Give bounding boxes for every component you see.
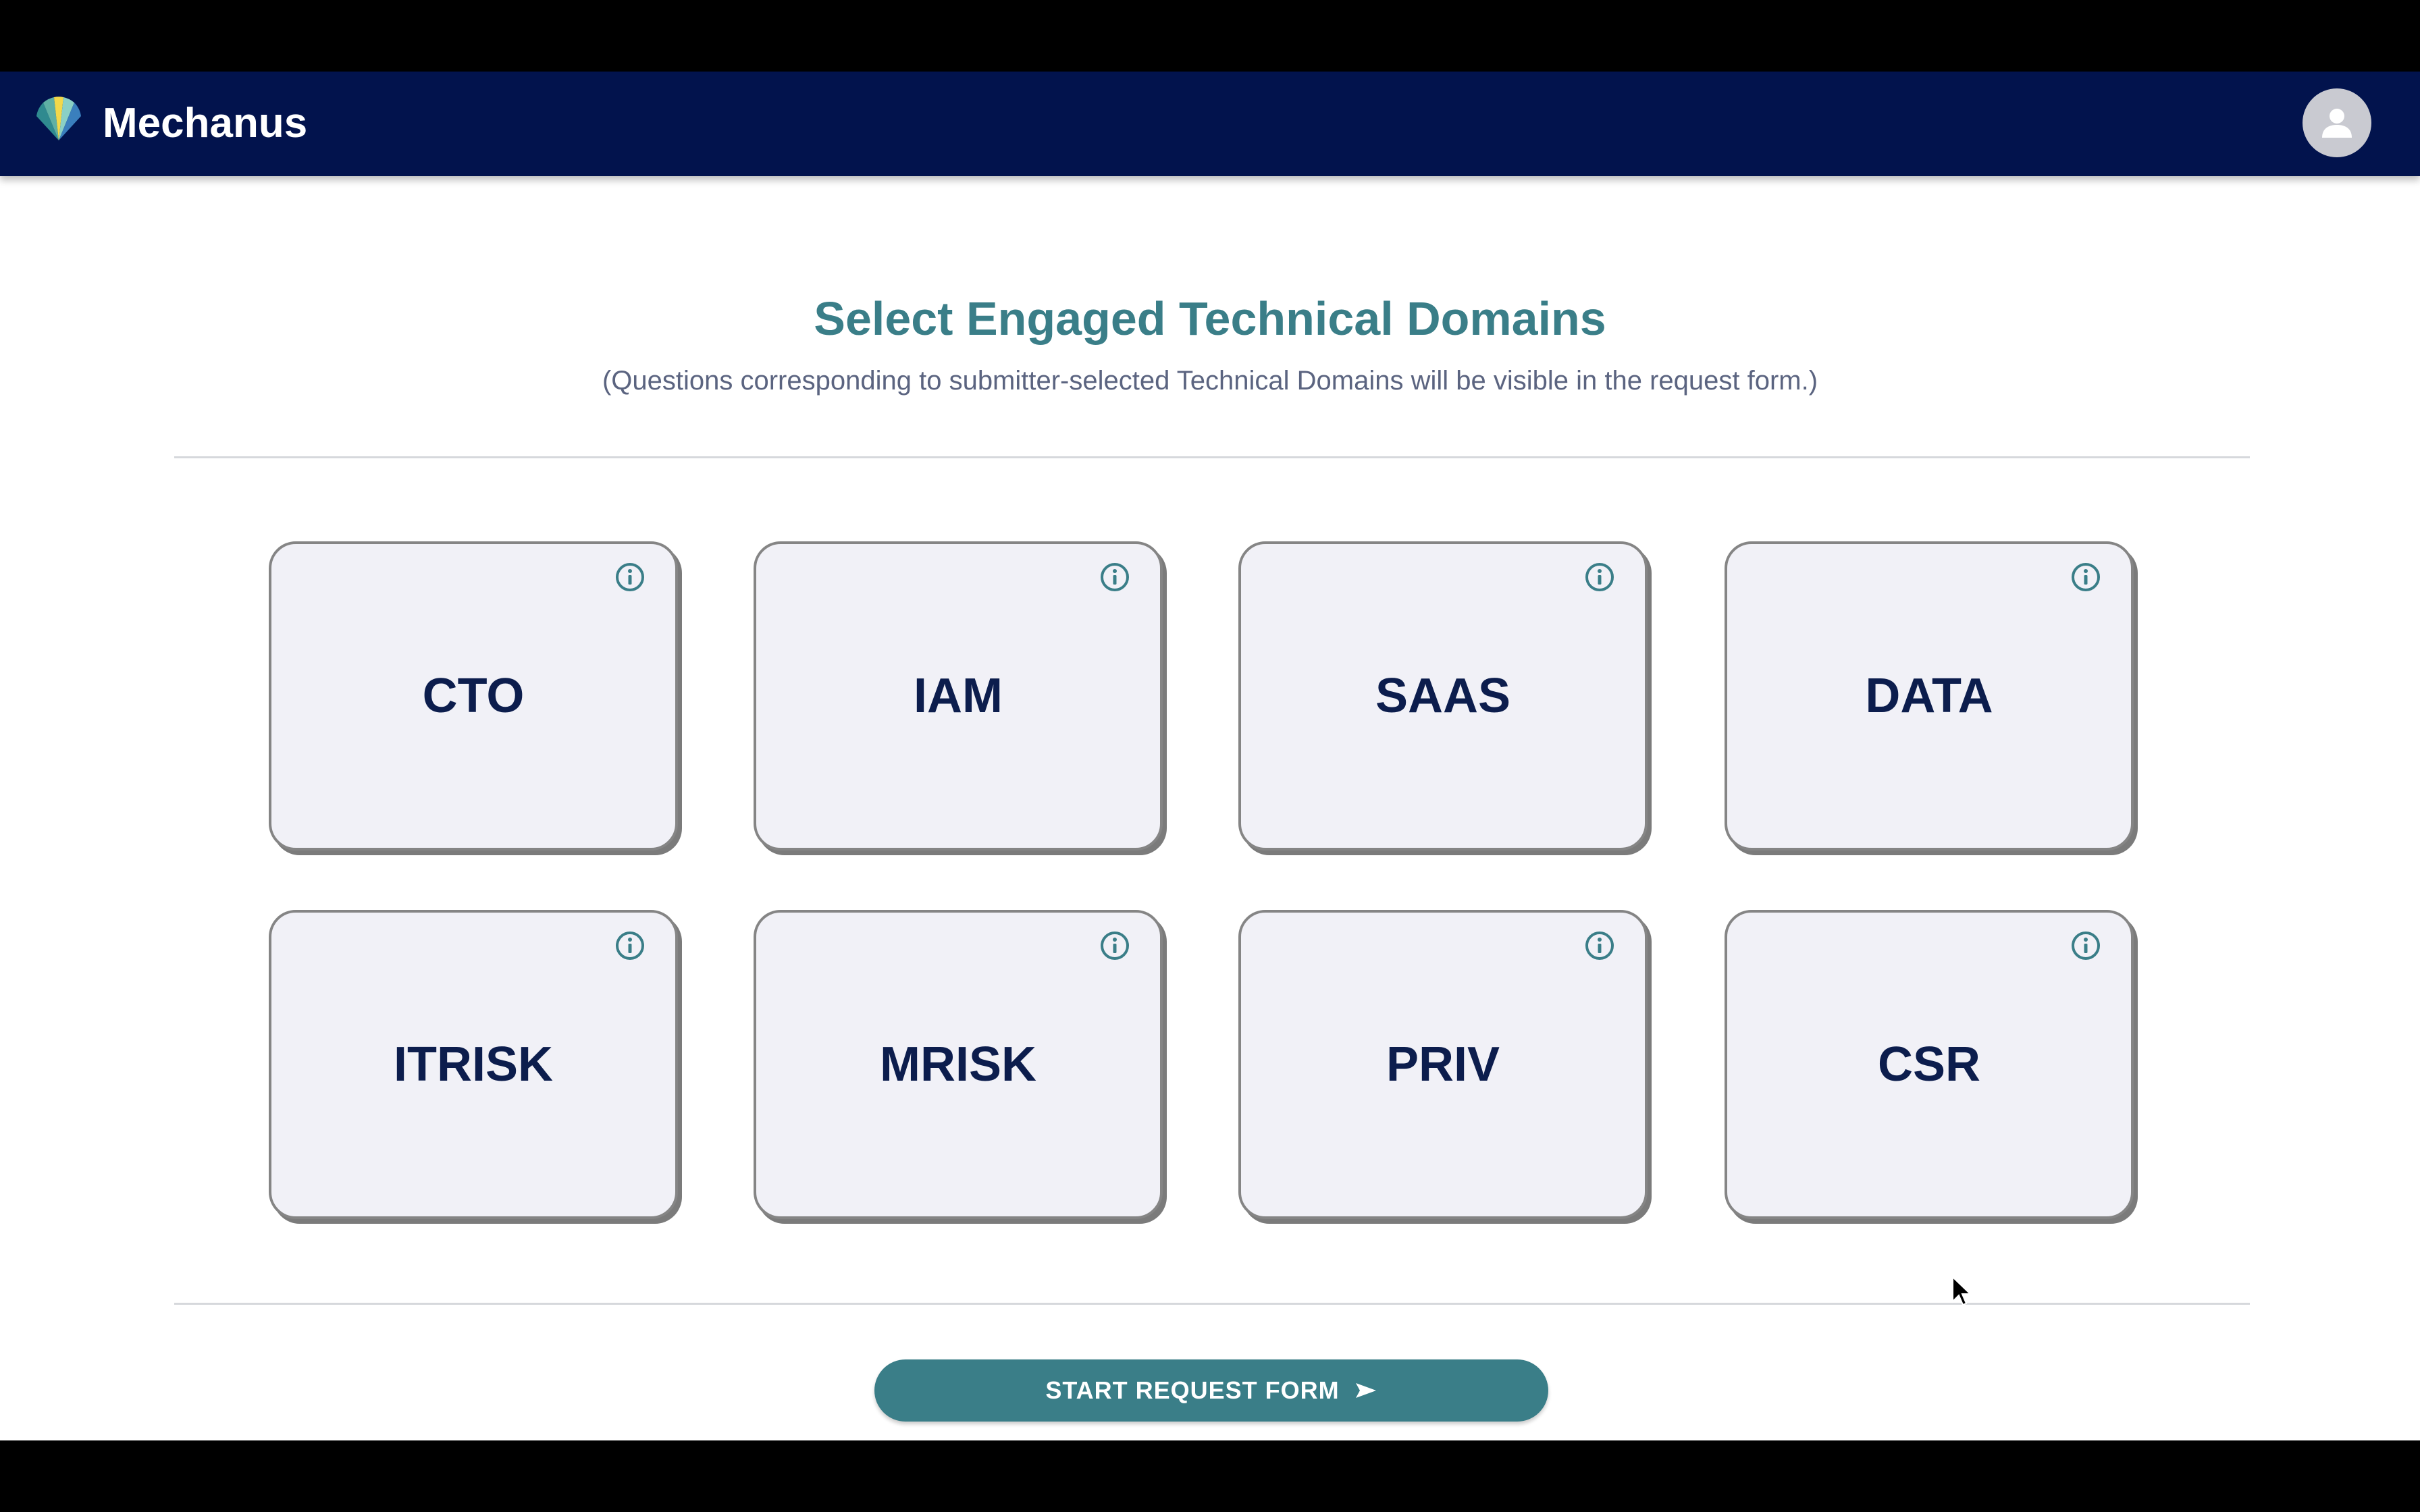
domain-label: ITRISK bbox=[393, 1037, 553, 1091]
info-icon[interactable] bbox=[2070, 930, 2101, 961]
mouse-cursor-icon bbox=[1952, 1276, 1972, 1306]
info-icon[interactable] bbox=[1099, 930, 1130, 961]
domain-label: PRIV bbox=[1386, 1037, 1500, 1091]
divider-bottom bbox=[174, 1303, 2250, 1305]
domain-label: MRISK bbox=[880, 1037, 1036, 1091]
letterbox-bottom bbox=[0, 1440, 2420, 1512]
divider-top bbox=[174, 456, 2250, 458]
page-subtitle: (Questions corresponding to submitter-se… bbox=[602, 366, 1818, 396]
domain-card-csr[interactable]: CSR bbox=[1725, 910, 2134, 1219]
domain-label: SAAS bbox=[1375, 669, 1511, 723]
info-icon[interactable] bbox=[614, 562, 646, 593]
domain-label: DATA bbox=[1865, 669, 1993, 723]
domain-card-saas[interactable]: SAAS bbox=[1238, 541, 1648, 850]
info-icon[interactable] bbox=[614, 930, 646, 961]
domain-card-iam[interactable]: IAM bbox=[754, 541, 1163, 850]
top-navbar: Mechanus bbox=[0, 72, 2420, 176]
start-button-label: START REQUEST FORM bbox=[1045, 1376, 1340, 1404]
domain-label: CTO bbox=[422, 669, 525, 723]
domain-card-priv[interactable]: PRIV bbox=[1238, 910, 1648, 1219]
user-avatar-button[interactable] bbox=[2303, 88, 2371, 157]
domain-card-data[interactable]: DATA bbox=[1725, 541, 2134, 850]
info-icon[interactable] bbox=[1099, 562, 1130, 593]
info-icon[interactable] bbox=[2070, 562, 2101, 593]
start-request-form-button[interactable]: START REQUEST FORM bbox=[874, 1359, 1548, 1422]
brand-name[interactable]: Mechanus bbox=[103, 100, 308, 146]
info-icon[interactable] bbox=[1584, 562, 1615, 593]
mechanus-logo-icon bbox=[36, 97, 81, 140]
domain-label: CSR bbox=[1877, 1037, 1980, 1091]
info-icon[interactable] bbox=[1584, 930, 1615, 961]
domain-card-itrisk[interactable]: ITRISK bbox=[269, 910, 678, 1219]
user-avatar-icon bbox=[2322, 109, 2352, 138]
send-arrow-icon bbox=[1354, 1382, 1377, 1399]
domain-label: IAM bbox=[914, 669, 1003, 723]
letterbox-top bbox=[0, 0, 2420, 72]
domain-grid: CTO IAM SAAS DATA bbox=[0, 72, 2420, 1440]
page-title: Select Engaged Technical Domains bbox=[814, 292, 1606, 345]
domain-card-cto[interactable]: CTO bbox=[269, 541, 678, 850]
app-window: Mechanus Select Engaged Technical Domain… bbox=[0, 72, 2420, 1440]
domain-card-mrisk[interactable]: MRISK bbox=[754, 910, 1163, 1219]
